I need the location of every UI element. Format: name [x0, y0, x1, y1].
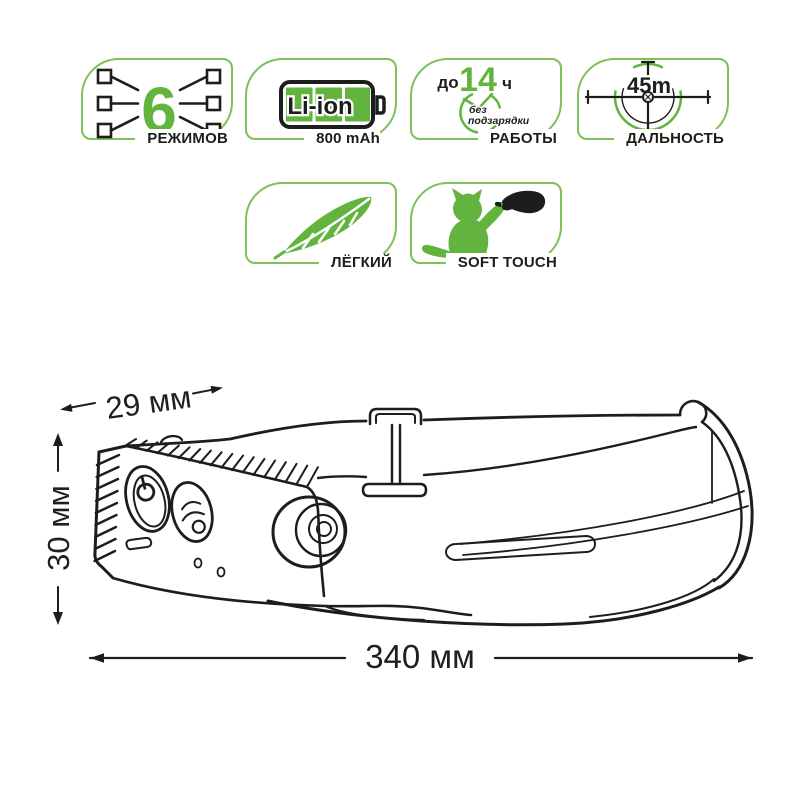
runtime-prefix: до — [437, 73, 458, 92]
height-dimension-label: 30 мм — [41, 485, 76, 571]
crosshair-center-x — [645, 94, 651, 100]
cat-raised-paw — [476, 202, 506, 230]
feather-body — [284, 196, 372, 253]
body-right-edge — [305, 485, 326, 598]
badge-range: 45m ДАЛЬНОСТЬ — [577, 58, 729, 149]
depth-dimension-label: 29 мм — [104, 379, 194, 426]
power-button — [124, 465, 171, 533]
lens — [271, 495, 348, 569]
feather-icon — [273, 196, 372, 260]
badge-modes-label: РЕЖИМОВ — [135, 129, 228, 149]
band-stripe-2 — [462, 505, 749, 556]
band-outer-edge — [696, 400, 754, 590]
modes-links — [109, 75, 209, 132]
network-6-modes-icon: 6 — [96, 68, 222, 148]
cat-icon — [421, 188, 546, 258]
headlamp-drawing: 29 мм 30 мм 340 мм — [41, 379, 754, 675]
usb-port — [125, 536, 153, 551]
runtime-hours: 14 — [459, 61, 497, 99]
dimension-depth — [60, 385, 223, 412]
arrowhead-left — [60, 403, 73, 412]
headlamp-strap — [111, 400, 754, 627]
sensor-button — [170, 481, 214, 543]
cat-head — [452, 188, 482, 223]
screw-left — [193, 557, 203, 569]
petting-hand — [494, 190, 546, 214]
headlamp-body — [93, 434, 326, 598]
badge-modes: 6 РЕЖИМОВ — [81, 58, 233, 149]
clock-hands — [462, 92, 494, 110]
feather-quill — [273, 250, 286, 260]
badge-weight: ЛЁГКИЙ — [245, 182, 397, 273]
length-dimension-label: 340 мм — [365, 638, 475, 675]
top-ribs — [124, 438, 319, 488]
badge-weight-label: ЛЁГКИЙ — [319, 253, 392, 273]
battery-cells — [286, 87, 370, 122]
arrowhead-up — [53, 433, 63, 446]
ribbed-top-edge — [124, 444, 309, 489]
cat-body — [448, 218, 489, 258]
badge-battery-label: 800 mAh — [304, 129, 380, 149]
cooling-fins — [93, 453, 121, 563]
strap-hook — [678, 399, 713, 504]
battery-icon: Li-ion — [279, 80, 386, 129]
clock-icon: до 14 ч без подзарядки — [437, 61, 531, 134]
chin-contour-1 — [111, 576, 473, 617]
badge-runtime: до 14 ч без подзарядки РАБОТЫ — [410, 58, 562, 149]
arrowhead-right — [210, 385, 223, 394]
strap-buckle — [361, 407, 428, 498]
runtime-unit: ч — [502, 74, 512, 93]
chin-contour-2 — [323, 604, 426, 622]
power-symbol — [136, 482, 156, 502]
runtime-note-1: без — [469, 104, 487, 116]
badge-range-label: ДАЛЬНОСТЬ — [614, 129, 724, 149]
badge-soft-touch-label: SOFT TOUCH — [445, 253, 557, 273]
crosshair-target-icon: 45m — [584, 60, 712, 135]
band-inner-edge — [700, 420, 743, 583]
dimension-height — [53, 433, 63, 625]
arrowhead-right — [738, 653, 752, 663]
badge-battery: Li-ion 800 mAh — [245, 58, 397, 149]
battery-terminal — [375, 95, 386, 115]
arrowhead-left — [90, 653, 104, 663]
dimension-length — [88, 653, 754, 663]
band-stripe-1 — [460, 490, 745, 545]
screw-right — [216, 566, 226, 578]
battery-chemistry: Li-ion — [287, 93, 352, 120]
badge-soft-touch: SOFT TOUCH — [410, 182, 562, 273]
runtime-note-2: подзарядки — [468, 115, 530, 127]
badge-runtime-label: РАБОТЫ — [477, 129, 557, 149]
band-slot — [445, 535, 596, 561]
feather-barbs — [285, 197, 371, 253]
cat-silhouette — [421, 188, 506, 258]
arrowhead-down — [53, 612, 63, 625]
